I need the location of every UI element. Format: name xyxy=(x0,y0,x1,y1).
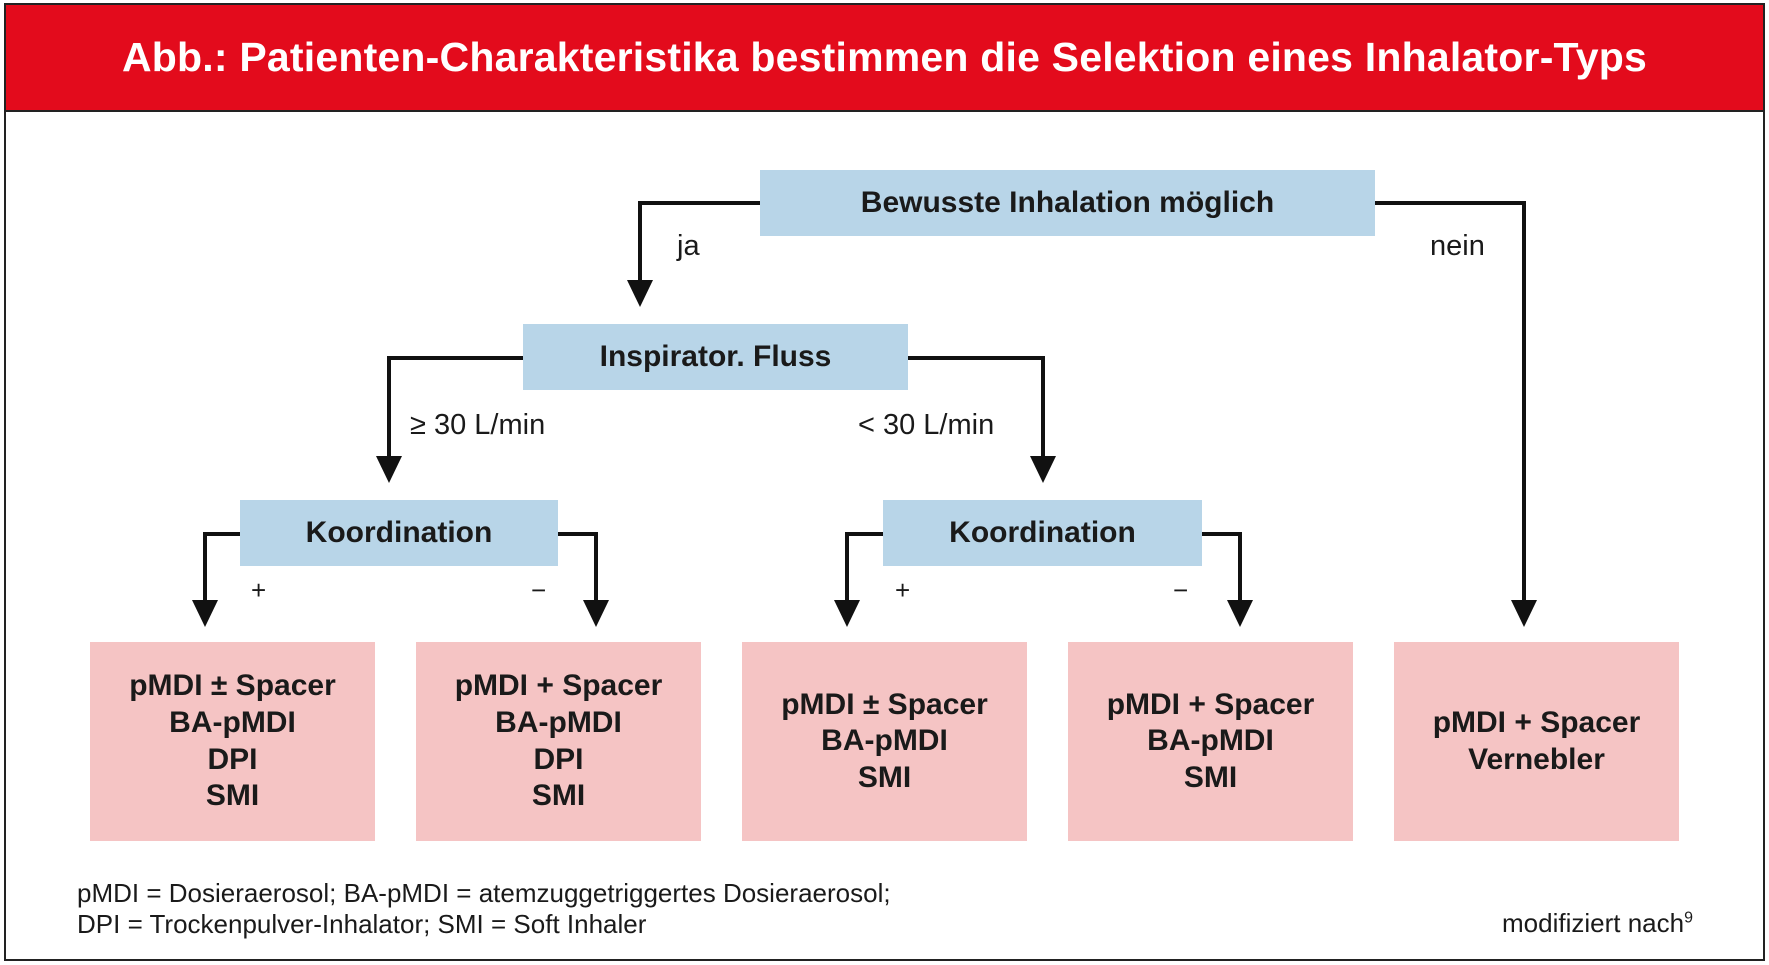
outcome-line: pMDI ± Spacer xyxy=(781,687,988,721)
connector-c1-plus xyxy=(203,532,240,603)
footnote-line-2: DPI = Trockenpulver-Inhalator; SMI = Sof… xyxy=(77,909,647,940)
abbreviation-footnote: pMDI = Dosieraerosol; BA-pMDI = atemzugg… xyxy=(77,878,891,940)
title-divider xyxy=(6,110,1763,112)
outcome-line: pMDI + Spacer xyxy=(1106,687,1315,721)
outcome-line: DPI xyxy=(533,742,584,776)
connector-c2-minus xyxy=(1202,532,1242,603)
outcome-line: BA-pMDI xyxy=(169,705,296,739)
outcome-line: SMI xyxy=(857,760,912,794)
outcome-line: pMDI + Spacer xyxy=(1432,705,1641,739)
edge-label-yes: ja xyxy=(677,230,700,262)
decision-inspiratory-flow-label: Inspirator. Fluss xyxy=(599,339,832,373)
decision-coordination-high-flow-label: Koordination xyxy=(305,515,493,549)
outcome-line: Vernebler xyxy=(1468,742,1605,776)
outcome-line: SMI xyxy=(205,779,260,813)
edge-label-minus-1: − xyxy=(531,575,547,605)
edge-label-plus-1: + xyxy=(251,575,267,605)
outcome-line: pMDI ± Spacer xyxy=(129,669,336,703)
edge-label-no: nein xyxy=(1430,230,1485,262)
arrowhead-no xyxy=(1511,600,1537,627)
outcome-box-1: pMDI ± Spacer BA-pMDI DPI SMI xyxy=(90,642,375,841)
connector-root-yes xyxy=(638,201,760,283)
connector-flow-high xyxy=(387,356,523,459)
edge-label-minus-2: − xyxy=(1173,575,1189,605)
outcome-line: BA-pMDI xyxy=(1147,724,1274,758)
connector-flow-low xyxy=(908,356,1045,459)
arrowhead-yes xyxy=(627,280,653,307)
edge-label-plus-2: + xyxy=(895,575,911,605)
arrowhead-c2-plus xyxy=(834,600,860,627)
outcome-line: pMDI + Spacer xyxy=(454,669,663,703)
source-credit: modifiziert nach9 xyxy=(1502,908,1693,939)
connector-root-no xyxy=(1375,201,1526,603)
outcome-line: SMI xyxy=(531,779,586,813)
decision-coordination-low-flow: Koordination xyxy=(883,500,1202,566)
outcome-line: BA-pMDI xyxy=(495,705,622,739)
figure-frame xyxy=(4,3,1765,961)
outcome-line: DPI xyxy=(207,742,258,776)
connector-c2-plus xyxy=(845,532,883,603)
decision-inspiratory-flow: Inspirator. Fluss xyxy=(523,324,908,390)
arrowhead-flow-low xyxy=(1030,456,1056,483)
outcome-box-5: pMDI + Spacer Vernebler xyxy=(1394,642,1679,841)
decision-coordination-low-flow-label: Koordination xyxy=(949,515,1136,549)
edge-label-flow-high: ≥ 30 L/min xyxy=(410,409,546,441)
figure-title: Abb.: Patienten-Charakteristika bestimme… xyxy=(122,34,1647,80)
outcome-box-3: pMDI ± Spacer BA-pMDI SMI xyxy=(742,642,1027,841)
decision-coordination-high-flow: Koordination xyxy=(240,500,558,566)
outcome-box-2: pMDI + Spacer BA-pMDI DPI SMI xyxy=(416,642,701,841)
title-bar: Abb.: Patienten-Charakteristika bestimme… xyxy=(6,5,1763,110)
decision-conscious-inhalation-label: Bewusste Inhalation möglich xyxy=(860,185,1275,219)
decision-conscious-inhalation: Bewusste Inhalation möglich xyxy=(760,170,1375,236)
arrowhead-flow-high xyxy=(376,456,402,483)
outcome-box-4: pMDI + Spacer BA-pMDI SMI xyxy=(1068,642,1353,841)
arrowhead-c1-plus xyxy=(192,600,218,627)
connector-c1-minus xyxy=(558,532,598,603)
source-credit-reference: 9 xyxy=(1684,909,1693,927)
source-credit-text: modifiziert nach xyxy=(1502,908,1685,938)
arrowhead-c2-minus xyxy=(1227,600,1253,627)
edge-label-flow-low: < 30 L/min xyxy=(858,409,995,441)
outcome-line: SMI xyxy=(1183,760,1238,794)
footnote-line-1: pMDI = Dosieraerosol; BA-pMDI = atemzugg… xyxy=(77,878,891,908)
arrowhead-c1-minus xyxy=(583,600,609,627)
outcome-line: BA-pMDI xyxy=(821,724,948,758)
